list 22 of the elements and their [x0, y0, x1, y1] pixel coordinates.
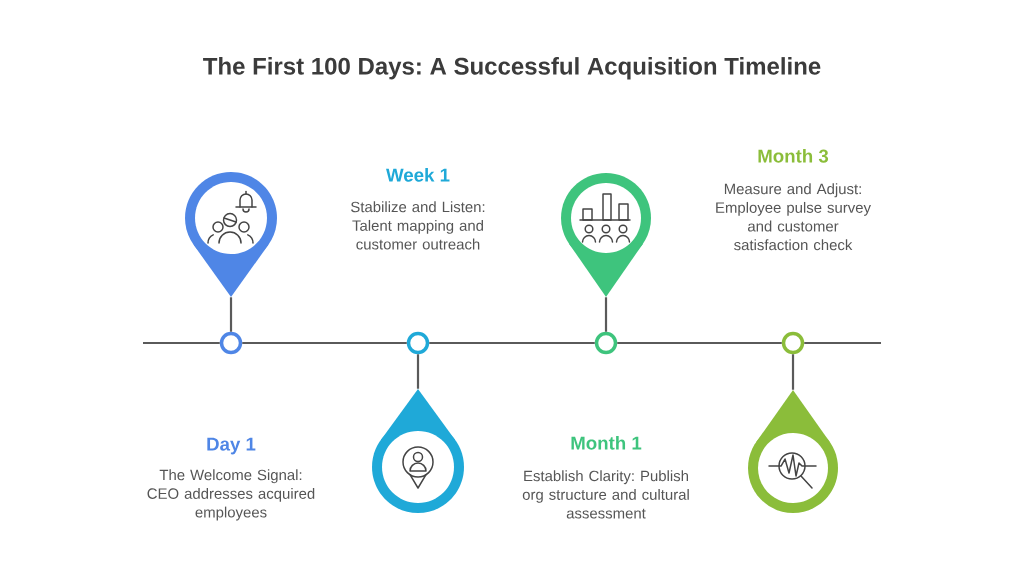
timeline-line	[242, 341, 407, 345]
milestone-heading: Week 1	[386, 168, 450, 182]
timeline-marker	[406, 331, 430, 355]
milestone-description: Measure and Adjust: Employee pulse survey and customer satisfaction check	[716, 183, 871, 251]
stem-line	[416, 354, 420, 389]
stem-line	[604, 297, 608, 332]
milestone-heading: Day 1	[207, 437, 256, 455]
stem-line	[791, 354, 795, 390]
milestone-description: The Welcome Signal: CEO addresses acquired employees	[147, 469, 315, 521]
timeline-line	[617, 341, 782, 345]
milestone-heading: Month 3	[758, 149, 829, 163]
timeline-marker	[594, 331, 618, 355]
stem-line	[229, 297, 233, 332]
timeline-line	[804, 341, 881, 345]
title: The First 100 Days: A Successful Acquisition Timeline	[203, 57, 821, 80]
milestone-heading: Month 1	[571, 436, 642, 450]
timeline-marker	[219, 331, 243, 355]
timeline-line	[429, 341, 595, 345]
milestone-description: Establish Clarity: Publish org structure and cultural assessment	[522, 470, 689, 519]
timeline-line	[143, 341, 220, 345]
timeline-marker	[781, 331, 805, 355]
milestone-description: Stabilize and Listen: Talent mapping and customer outreach	[351, 201, 485, 250]
